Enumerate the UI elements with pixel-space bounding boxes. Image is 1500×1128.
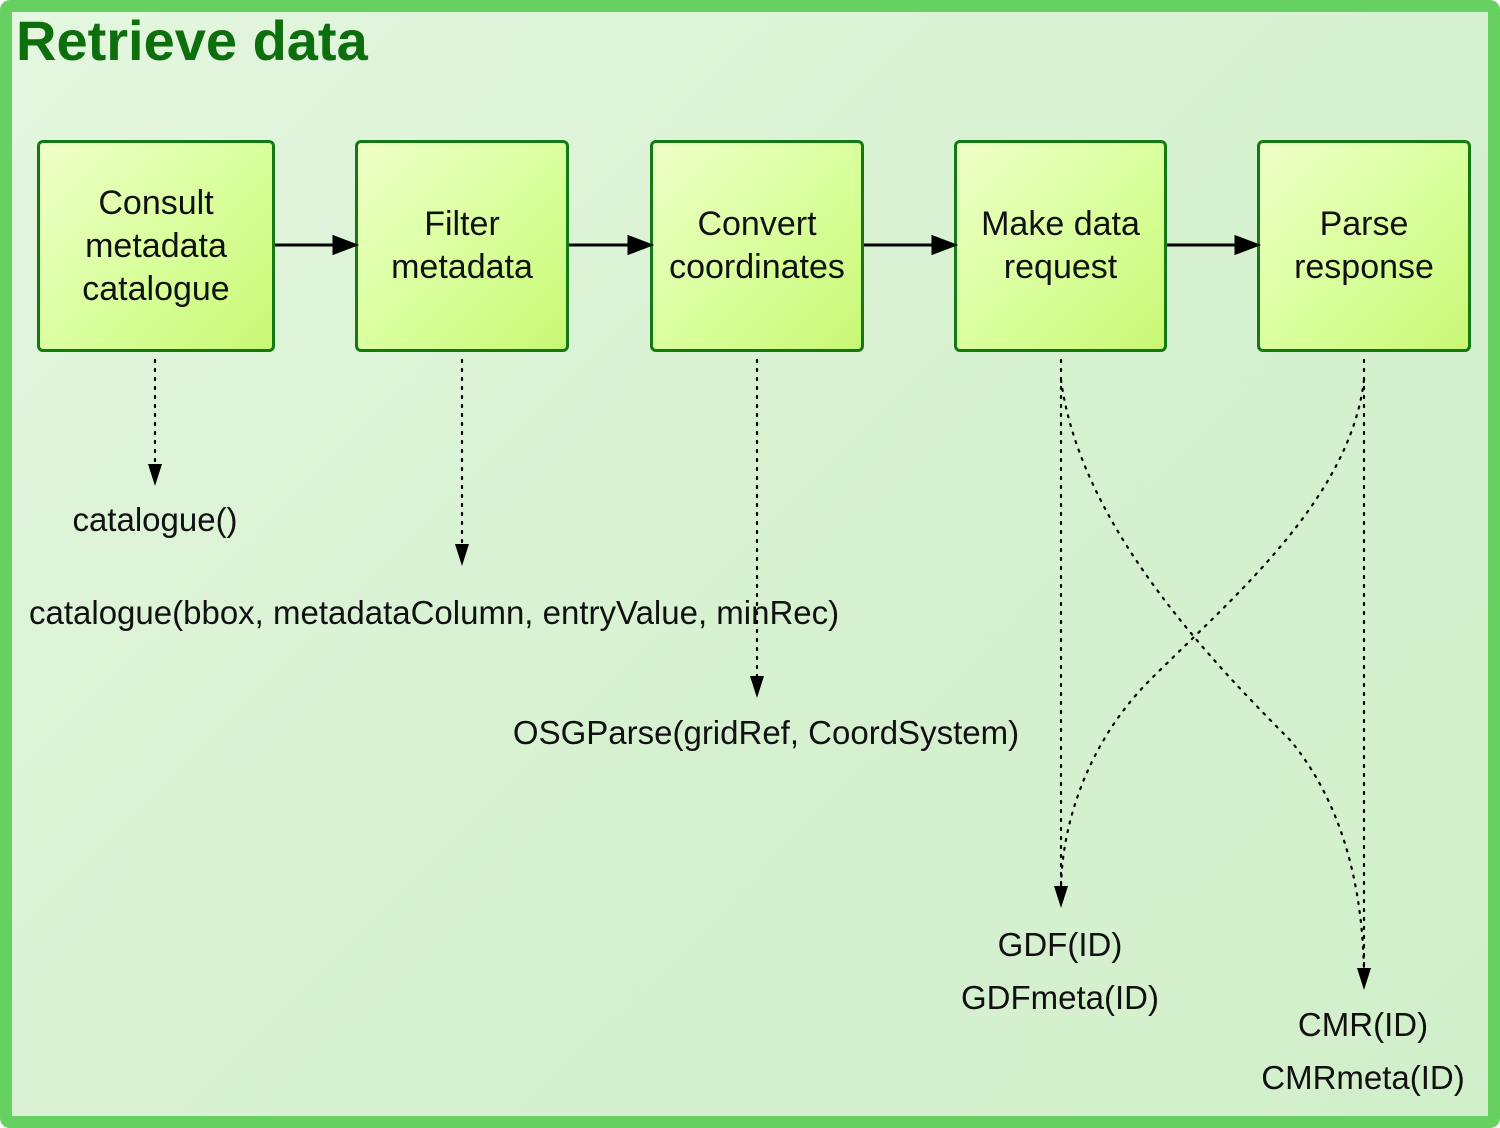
- function-gdfmeta: GDFmeta(ID): [961, 979, 1159, 1016]
- step-label: Filter metadata: [391, 205, 533, 286]
- link-parse-to-gdf-curve: [1059, 378, 1366, 890]
- flow-arrows: [275, 234, 1262, 256]
- step-label: Convert coordinates: [669, 205, 845, 286]
- arrowhead-catalogue: [148, 464, 162, 486]
- arrowhead-gdf: [1054, 886, 1068, 908]
- function-cmrmeta: CMRmeta(ID): [1261, 1059, 1465, 1096]
- step-consult-metadata-catalogue: Consult metadata catalogue: [37, 140, 275, 352]
- step-make-data-request: Make data request: [954, 140, 1167, 352]
- step-parse-response: Parse response: [1257, 140, 1471, 352]
- function-link-arrowheads: [148, 464, 1371, 990]
- link-request-to-cmr-curve: [1059, 378, 1366, 972]
- flow-arrowhead-2-3: [627, 234, 655, 256]
- function-links: [153, 358, 1366, 972]
- arrowhead-catalogue-filter: [455, 544, 469, 566]
- flow-arrowhead-3-4: [931, 234, 959, 256]
- diagram-title: Retrieve data: [16, 9, 368, 72]
- step-label: Make data request: [981, 205, 1140, 286]
- step-label: Parse response: [1294, 205, 1434, 286]
- arrowhead-osgparse: [750, 676, 764, 698]
- step-convert-coordinates: Convert coordinates: [650, 140, 864, 352]
- step-label: Consult metadata catalogue: [82, 183, 230, 308]
- function-osgparse: OSGParse(gridRef, CoordSystem): [512, 714, 1020, 751]
- arrowhead-cmr: [1357, 968, 1371, 990]
- flow-arrowhead-4-5: [1234, 234, 1262, 256]
- function-catalogue: catalogue(): [72, 501, 238, 538]
- function-catalogue-filter: catalogue(bbox, metadataColumn, entryVal…: [29, 594, 840, 631]
- function-cmr: CMR(ID): [1297, 1006, 1429, 1043]
- function-gdf: GDF(ID): [997, 926, 1123, 963]
- flow-arrowhead-1-2: [332, 234, 360, 256]
